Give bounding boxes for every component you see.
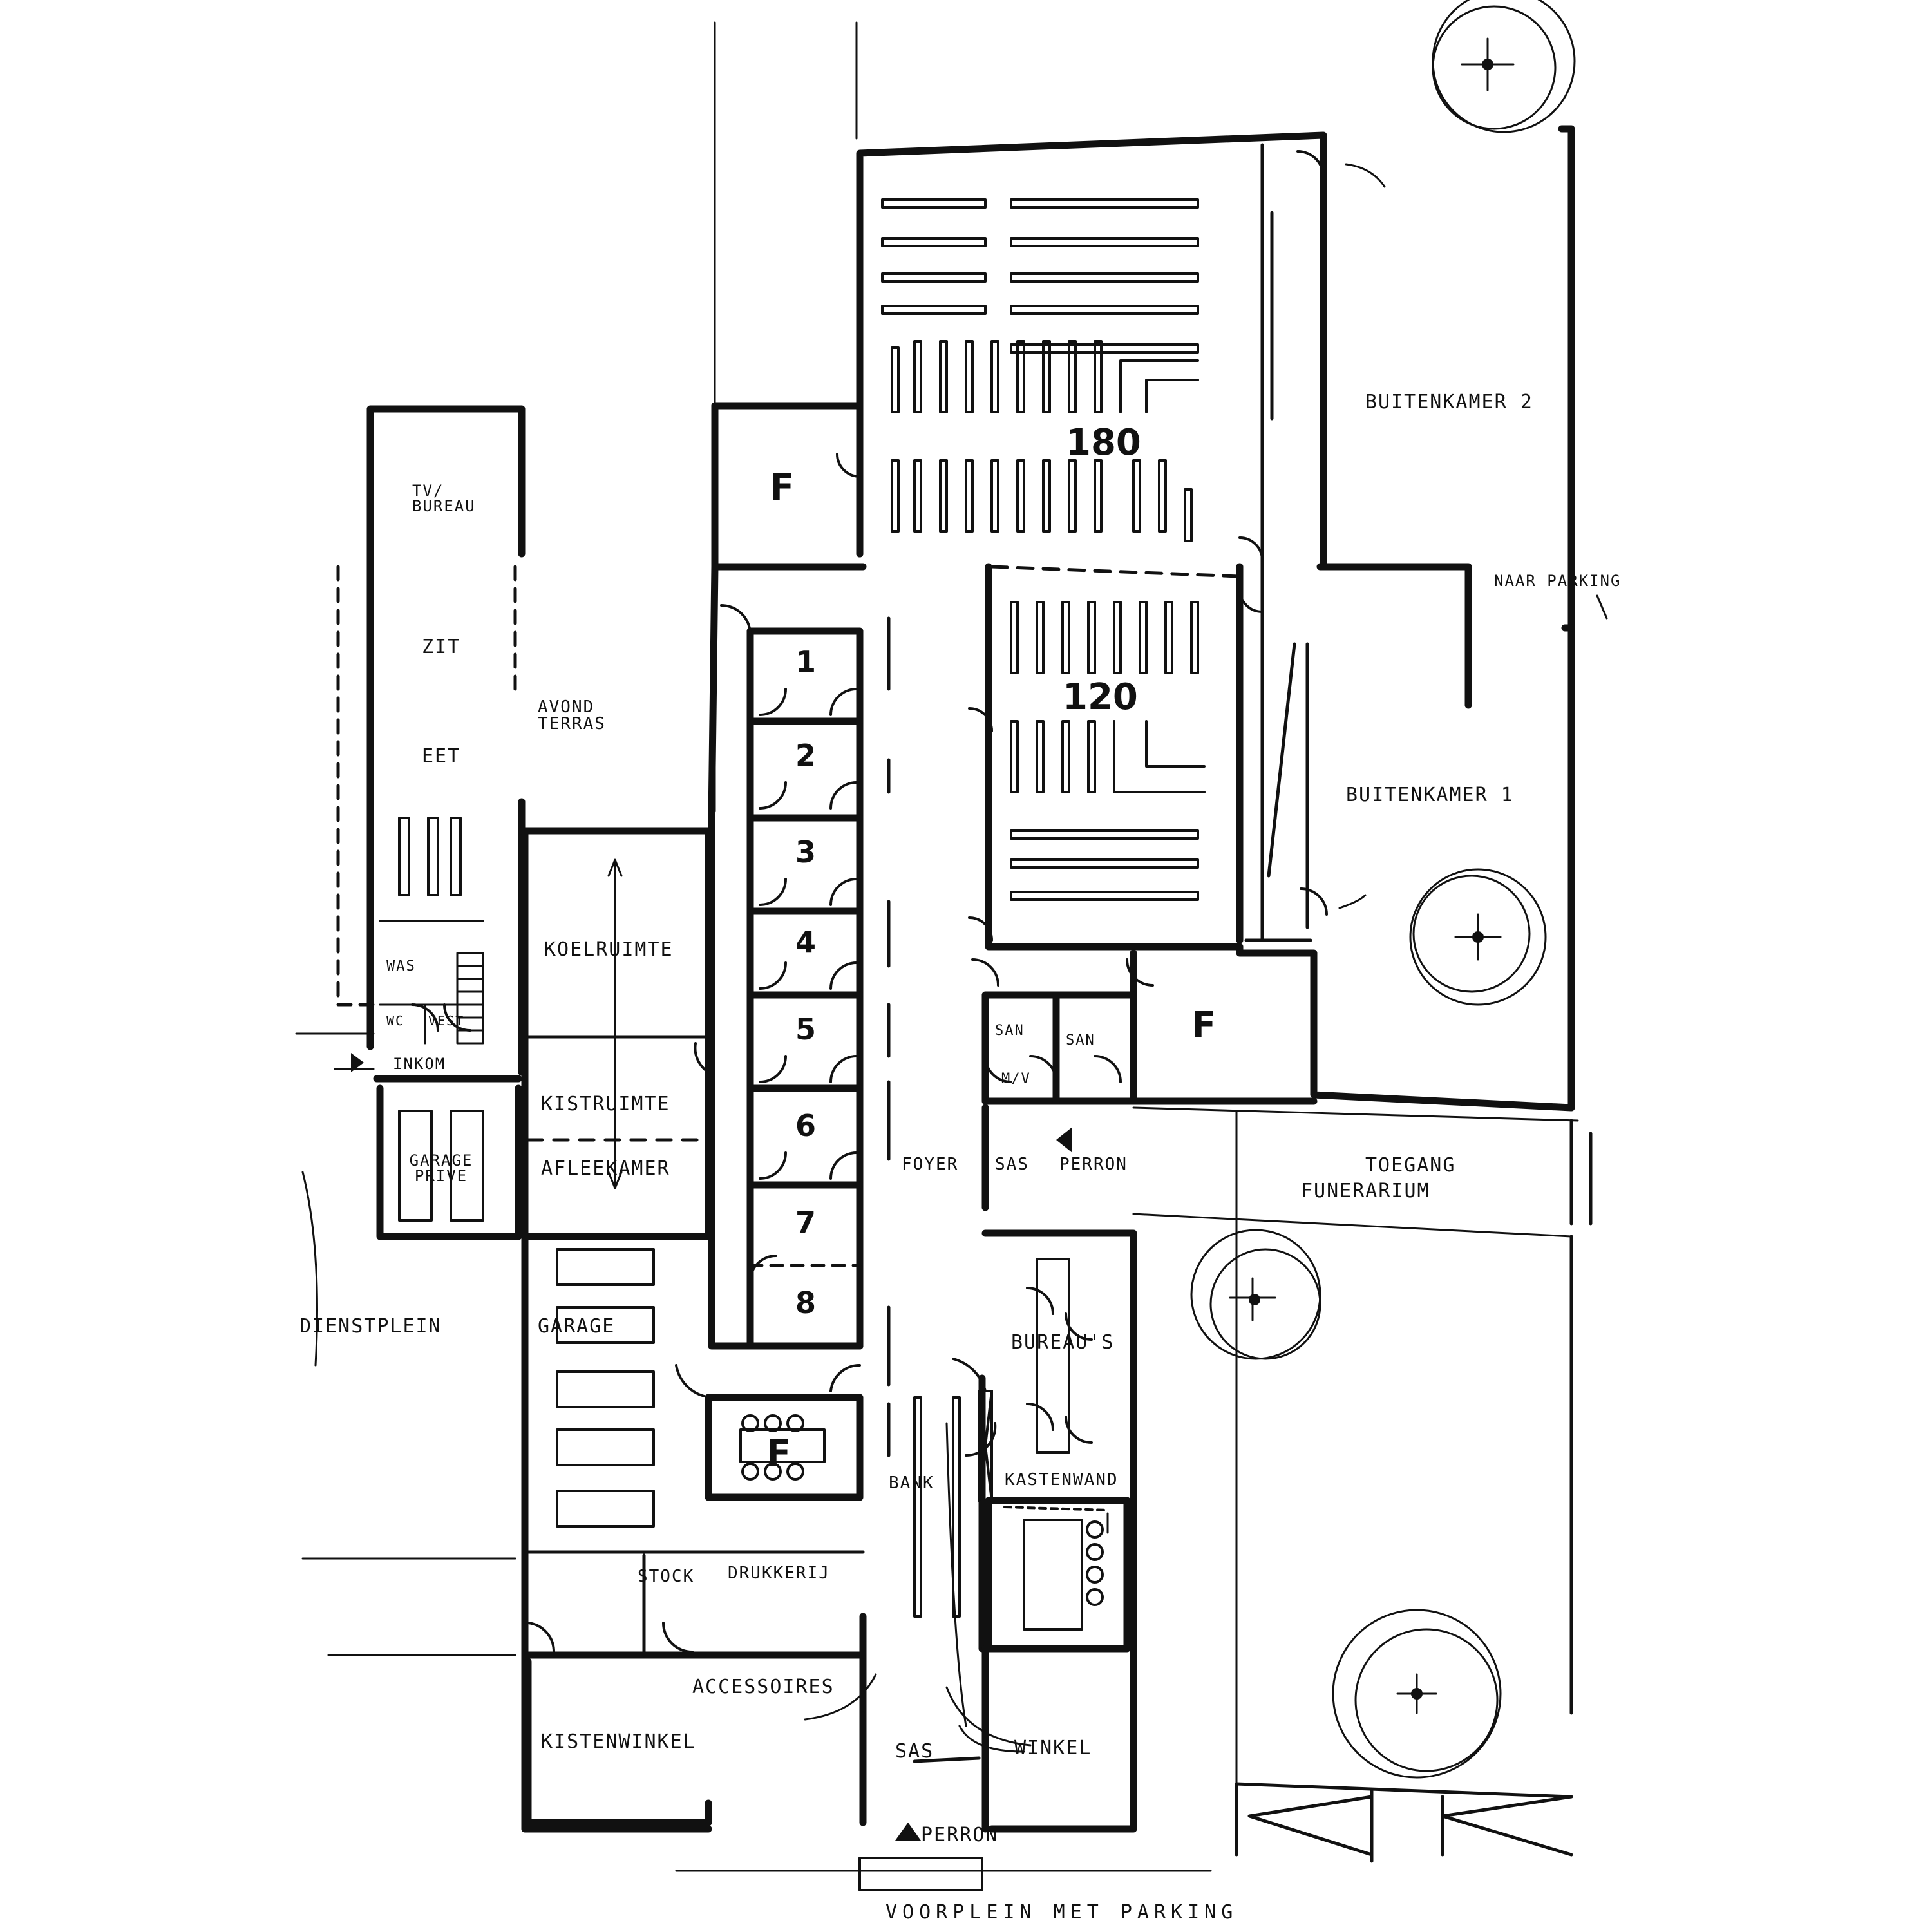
interior-partitions <box>336 143 1593 1863</box>
label-was: WAS <box>386 958 416 974</box>
label-san-1: SAN <box>995 1023 1025 1039</box>
trees <box>1190 0 1576 1779</box>
label-funerarium: FUNERARIUM <box>1301 1180 1430 1202</box>
label-garage-prive: GARAGE PRIVE <box>409 1151 473 1185</box>
label-bank: BANK <box>889 1473 934 1493</box>
stair <box>379 920 484 1045</box>
label-eet: EET <box>422 745 461 768</box>
label-kistenwinkel: KISTENWINKEL <box>541 1730 696 1753</box>
label-kastenwand: KASTENWAND <box>1005 1470 1119 1490</box>
hall-180-seating <box>881 198 1199 542</box>
hall-120-seating <box>1010 601 1206 901</box>
label-f-mid: F <box>1191 1005 1217 1046</box>
label-dienstplein: DIENSTPLEIN <box>299 1315 442 1338</box>
label-winkel: WINKEL <box>1014 1737 1092 1759</box>
label-bureaus: BUREAU'S <box>1011 1331 1115 1354</box>
label-naar-parking: NAAR PARKING <box>1494 572 1622 590</box>
label-koelruimte: KOELRUIMTE <box>544 938 674 961</box>
label-toegang: TOEGANG <box>1365 1154 1456 1177</box>
label-accessoires: ACCESSOIRES <box>692 1676 835 1698</box>
label-f-low: F <box>766 1433 791 1475</box>
room-1-number: 1 <box>795 645 817 679</box>
garage-bays <box>398 817 983 1891</box>
label-afleekamer: AFLEEKAMER <box>541 1157 670 1180</box>
label-buitenkamer-2: BUITENKAMER 2 <box>1365 391 1533 413</box>
site-lines <box>295 21 1579 1872</box>
label-buitenkamer-1: BUITENKAMER 1 <box>1346 784 1514 806</box>
label-stock: STOCK <box>638 1567 695 1586</box>
room-2-number: 2 <box>795 738 817 773</box>
label-sas-mid: SAS <box>995 1155 1029 1174</box>
label-vest: VEST <box>428 1013 465 1028</box>
room-4-number: 4 <box>795 925 817 960</box>
label-kistruimte: KISTRUIMTE <box>541 1093 670 1115</box>
label-hall-120: 120 <box>1063 676 1138 718</box>
label-wc: WC <box>386 1013 405 1028</box>
label-f-top: F <box>770 467 795 509</box>
label-perron-mid: PERRON <box>1059 1155 1128 1174</box>
label-mv: M/V <box>1001 1071 1031 1087</box>
label-zit: ZIT <box>422 636 461 658</box>
label-tv-bureau: TV/ BUREAU <box>412 482 476 515</box>
bureaus-furniture <box>739 1258 1109 1631</box>
room-5-number: 5 <box>795 1012 817 1046</box>
entrance-markers <box>351 1053 1072 1841</box>
label-voorplein: VOORPLEIN MET PARKING <box>886 1901 1238 1924</box>
label-foyer: FOYER <box>902 1155 959 1174</box>
label-sas-bottom: SAS <box>895 1740 934 1763</box>
label-avond-terras: AVOND TERRAS <box>538 697 606 734</box>
label-drukkerij: DRUKKERIJ <box>728 1564 830 1583</box>
label-inkom: INKOM <box>393 1055 446 1073</box>
room-8-number: 8 <box>795 1285 817 1320</box>
room-3-number: 3 <box>795 835 817 869</box>
exterior-walls <box>366 125 1575 1833</box>
room-7-number: 7 <box>795 1205 817 1240</box>
label-garage: GARAGE <box>538 1315 616 1338</box>
tree-centers <box>1249 59 1493 1700</box>
room-6-number: 6 <box>795 1108 817 1143</box>
label-hall-180: 180 <box>1066 422 1141 464</box>
label-perron-bottom: PERRON <box>921 1824 999 1846</box>
door-swings <box>411 150 1328 1653</box>
label-san-2: SAN <box>1066 1032 1095 1048</box>
arrows <box>607 163 1608 1753</box>
